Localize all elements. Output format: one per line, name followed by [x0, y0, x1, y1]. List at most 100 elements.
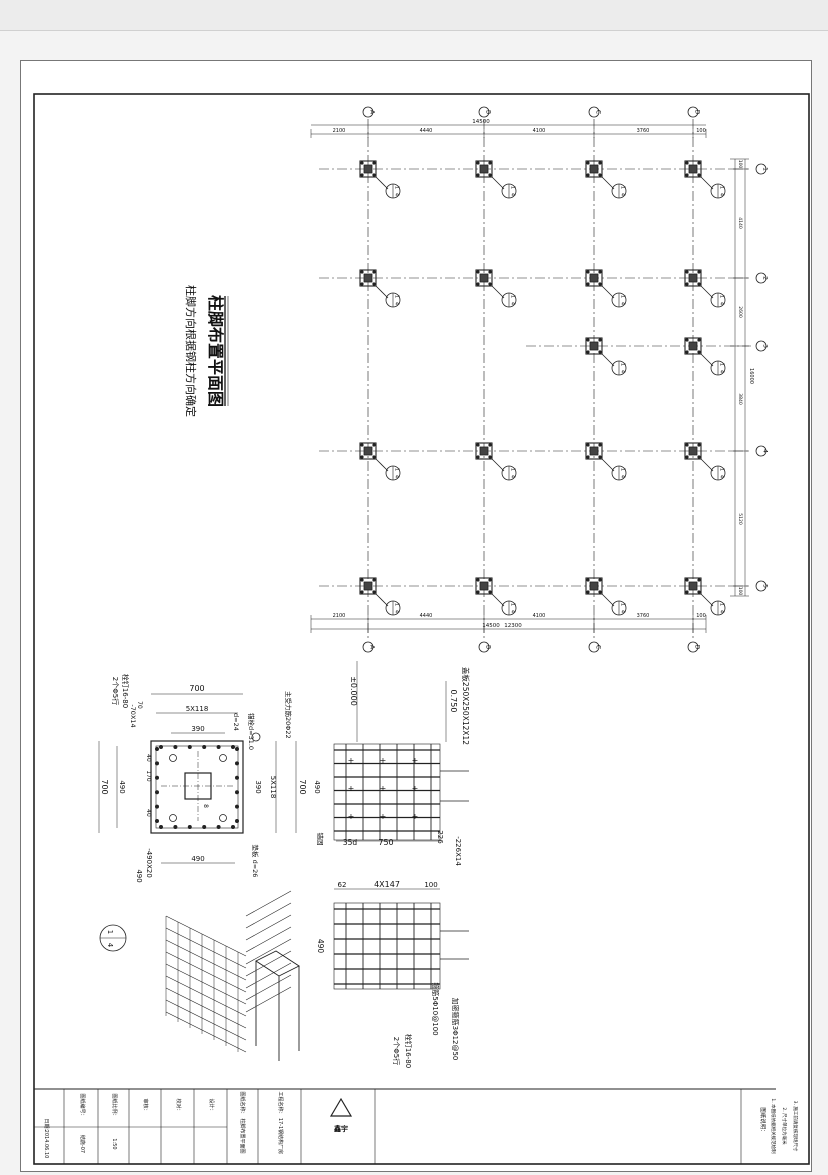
detail-tag-bottom: 4 [620, 610, 626, 613]
anchor-bolt [476, 443, 480, 447]
axis-label-row-5: 5 [762, 584, 769, 588]
dim-plan-490-bottom: 490 [191, 855, 204, 863]
axis-label-bottom-D: D [694, 645, 701, 650]
anchor-bolt [586, 338, 590, 342]
section-upper-frame [333, 743, 441, 841]
label-40a: 40 [145, 754, 152, 762]
tb-notes-heading: 图纸说明： [759, 1107, 767, 1135]
iso-detail-top: 1 [106, 930, 114, 934]
anchor-bolt [598, 578, 602, 582]
label-170: 170 [145, 770, 152, 782]
rebar-dot [154, 747, 159, 752]
detail-leader [700, 353, 714, 367]
detail-tag-bottom: 4 [510, 302, 516, 305]
anchor-bolt [488, 578, 492, 582]
dim-top-0: 2100 [333, 128, 346, 134]
anchor-bolt [476, 161, 480, 165]
anchor-bolt [697, 443, 701, 447]
dim-plan-390: 390 [191, 725, 204, 733]
anchor-bolt [598, 350, 602, 354]
dim-plan-5x118-right: 5X118 [269, 776, 277, 799]
section-cross-mark: + [380, 756, 387, 765]
section-cross-mark: + [380, 812, 387, 821]
detail-leader [491, 176, 505, 190]
rebar-dot [216, 825, 221, 830]
label-add-stirrup: 加密箍筋3Φ12@50 [451, 998, 460, 1061]
column-section [479, 581, 489, 591]
rebar-dot [202, 745, 207, 750]
column-section [688, 581, 698, 591]
iso-rebar [245, 926, 292, 953]
plan-title: 柱脚布置平面图 [206, 295, 225, 407]
tb-company: 鑫宇 [333, 1124, 348, 1133]
anchor-bolt [360, 578, 364, 582]
anchor-bolt [685, 590, 689, 594]
label-stirrup-d24: d=24 [232, 713, 240, 731]
anchor-bolt [476, 173, 480, 177]
rebar-dot [234, 819, 239, 824]
iso-rebar [165, 963, 247, 1005]
detail-tag-bottom: 4 [719, 302, 725, 305]
iso-rebar [245, 938, 292, 965]
label-pad: 垫板 d=26 [251, 845, 260, 878]
dim-plan-390-right: 390 [254, 780, 262, 793]
rebar-dot [202, 825, 207, 830]
rebar-dot [234, 804, 239, 809]
detail-leader [700, 285, 714, 299]
anchor-bolt [685, 173, 689, 177]
anchor-bolt [586, 161, 590, 165]
detail-tag-top: 1 [620, 295, 626, 298]
detail-leader [601, 176, 615, 190]
column-section [363, 164, 373, 174]
rebar-dot [154, 790, 159, 795]
tb-project-label: 工程名称： [277, 1091, 284, 1116]
detail-tag-top: 1 [620, 468, 626, 471]
anchor-bolt [372, 590, 376, 594]
detail-tag-bottom: 4 [620, 475, 626, 478]
dim-right-5: 100 [737, 587, 743, 596]
column-section [589, 164, 599, 174]
label-bolt: 栓钉16-80 [121, 674, 130, 708]
axis-bubble-bottom-A [362, 641, 374, 653]
section-cross-mark: + [348, 784, 355, 793]
anchor-bolt [476, 590, 480, 594]
label-70x14: -70X14 [129, 704, 137, 727]
tb-date-label: 日期： [43, 1118, 49, 1133]
tb-drawing-value: 柱脚布置平面图 [239, 1118, 246, 1153]
dim-top-3: 3760 [637, 128, 650, 134]
anchor-bolt [488, 270, 492, 274]
detail-tag-top: 1 [510, 186, 516, 189]
rebar-dot [187, 745, 192, 750]
axis-label-row-3: 3 [762, 344, 769, 348]
anchor-bolt [372, 443, 376, 447]
column-base-plate [585, 269, 603, 287]
dim-right-4: 5120 [737, 513, 743, 525]
column-base-plate [684, 442, 702, 460]
anchor-bolt [685, 338, 689, 342]
detail-plan-inner [155, 745, 239, 829]
axis-bubble-top-C [588, 106, 600, 118]
detail-leader [375, 285, 389, 299]
label-226x14: -226X14 [454, 836, 462, 866]
dim-right-1: 4140 [737, 217, 743, 229]
anchor-bolt [372, 173, 376, 177]
detail-tag-bottom: 4 [394, 193, 400, 196]
detail-tag-bottom: 4 [510, 193, 516, 196]
column-base-plate [684, 577, 702, 595]
inner-frame [33, 93, 810, 1165]
anchor-bolt [488, 590, 492, 594]
detail-plan-marker [251, 732, 261, 742]
dim-62: 62 [338, 881, 347, 889]
dim-right-2: 2600 [737, 306, 743, 318]
tb-scale-label: 图纸比例： [111, 1093, 118, 1118]
section-dim-226-stub: 226 [454, 786, 455, 787]
anchor-bolt [697, 350, 701, 354]
label-70: 70 [136, 701, 143, 709]
dim-35d: 35d [343, 838, 358, 847]
dim-bottom-4: 100 [696, 613, 706, 619]
axis-label-row-4: 4 [762, 449, 769, 453]
section-cross-mark: + [412, 756, 419, 765]
tb-drawing-label: 图纸名称： [239, 1091, 246, 1116]
rebar-dot [230, 825, 235, 830]
